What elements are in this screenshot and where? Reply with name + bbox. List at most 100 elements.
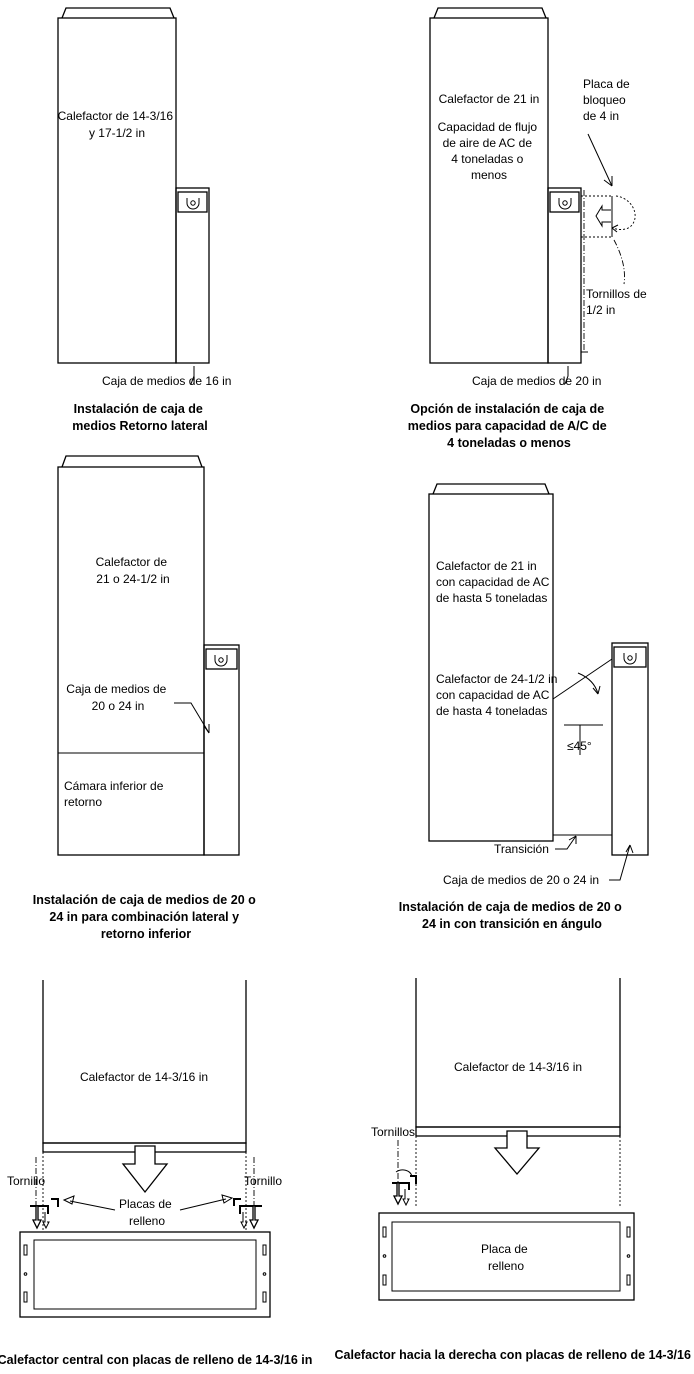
- handle-latch-icon: [186, 198, 200, 210]
- furnace-label: Calefactor de 21 o 24-1/2 in: [96, 555, 171, 586]
- media-box-handle: [613, 646, 647, 668]
- right-screw-label: Tornillo: [244, 1174, 282, 1188]
- angle-arc-arrowhead: [592, 685, 601, 695]
- media-box: [378, 1212, 635, 1301]
- down-arrow-icon: [121, 1145, 169, 1194]
- furnace-label: Calefactor de 21 in: [439, 92, 540, 106]
- media-box-handle: [177, 191, 208, 213]
- right-filler-arrow: [240, 1212, 248, 1230]
- angle-label: ≤45°: [567, 739, 592, 753]
- screws-label: Tornillos: [371, 1125, 415, 1139]
- furnace-label: Calefactor de 14-3/16 y 17-1/2 in: [58, 109, 177, 140]
- media-box-leader: [174, 702, 210, 734]
- angle-arc: [577, 672, 599, 695]
- transition-leader-arrowhead: [568, 835, 577, 844]
- filler-plate-label: Placa de relleno: [481, 1242, 531, 1273]
- caption: Opción de instalación de caja de medios …: [408, 402, 610, 450]
- media-box: [547, 187, 582, 364]
- furnace-top-flange: [61, 7, 175, 19]
- handle-latch-icon: [558, 198, 572, 210]
- furnace-cabinet: [429, 17, 549, 364]
- left-filler-leader-arrowhead: [62, 1195, 75, 1205]
- media-box-leader: [564, 366, 569, 385]
- media-box-handle: [549, 191, 580, 213]
- panel-side-return: Calefactor de 14-3/16 y 17-1/2 in Caja d…: [57, 7, 231, 433]
- screw-rotation-arc: [395, 1169, 413, 1177]
- furnace-cabinet: [415, 978, 621, 1128]
- screw-arrowhead: [611, 224, 619, 233]
- plate-leader-arrowhead: [603, 176, 613, 187]
- handle-latch-icon: [623, 653, 637, 665]
- right-slot-top: [626, 1226, 631, 1238]
- caption: Calefactor hacia la derecha con placas d…: [335, 1348, 694, 1362]
- media-box: [175, 187, 210, 364]
- media-box-filter-opening: [33, 1239, 257, 1310]
- blocking-plate-label: Placa de bloqueo de 4 in: [583, 77, 633, 123]
- filler-arrow: [402, 1189, 410, 1207]
- caption: Instalación de caja de medios de 20 o 24…: [33, 893, 259, 941]
- right-rivet: [626, 1254, 631, 1258]
- handle-screw-icon: [627, 655, 633, 661]
- furnace-top-flange: [432, 483, 550, 495]
- media-box-label: Caja de medios de 20 o 24 in: [66, 682, 169, 713]
- left-rivet: [382, 1254, 387, 1258]
- media-box: [611, 642, 649, 856]
- left-filler-arrow: [42, 1212, 50, 1230]
- handle-screw-icon: [218, 657, 224, 663]
- plate-outline: [581, 195, 612, 238]
- left-slot-top: [23, 1244, 28, 1256]
- furnace-top-flange: [433, 7, 547, 19]
- panel-right-filler-plate: Calefactor de 14-3/16 in Tornillos Placa…: [335, 978, 694, 1362]
- plate-arrow-icon: [595, 204, 611, 228]
- right-filler-leader: [179, 1198, 227, 1211]
- right-slot-bottom: [262, 1291, 267, 1303]
- caption: Calefactor central con placas de relleno…: [0, 1353, 312, 1367]
- transition-label: Transición: [494, 842, 549, 856]
- furnace24-label: Calefactor de 24-1/2 in con capacidad de…: [436, 672, 561, 718]
- left-rivet: [23, 1272, 28, 1276]
- media-box-leader-arrowhead: [625, 844, 634, 854]
- media-box-leader: [190, 366, 195, 385]
- filler-plate-bracket: [392, 1182, 410, 1190]
- panel-angled-transition: Calefactor de 21 in con capacidad de AC …: [399, 483, 649, 931]
- handle-screw-icon: [562, 200, 568, 206]
- left-screw-arrow: [31, 1205, 43, 1230]
- media-box: [19, 1231, 271, 1318]
- left-slot-bottom: [23, 1291, 28, 1303]
- screw-arrow: [392, 1182, 404, 1206]
- screw-arc: [611, 195, 636, 230]
- panel-blocking-plate: Calefactor de 21 in Capacidad de flujo d…: [408, 7, 647, 450]
- media-box-label: Caja de medios de 16 in: [102, 374, 231, 388]
- media-box-label: Caja de medios de 20 o 24 in: [443, 873, 599, 887]
- plenum-label: Cámara inferior de retorno: [64, 779, 167, 809]
- right-filler-leader-arrowhead: [221, 1194, 234, 1204]
- capacity-label: Capacidad de flujo de aire de AC de 4 to…: [438, 120, 541, 182]
- panel-side-bottom-return: Calefactor de 21 o 24-1/2 in Caja de med…: [33, 455, 259, 941]
- handle-latch-icon: [214, 655, 228, 667]
- furnace-cabinet: [57, 17, 177, 364]
- media-box: [203, 644, 240, 856]
- media-box-handle: [205, 648, 238, 670]
- left-screw-label: Tornillo: [7, 1174, 45, 1188]
- furnace-cabinet: [428, 493, 554, 842]
- furnace-label: Calefactor de 14-3/16 in: [454, 1060, 582, 1074]
- furnace21-label: Calefactor de 21 in con capacidad de AC …: [436, 559, 553, 605]
- handle-screw-icon: [190, 200, 196, 206]
- media-box-label: Caja de medios de 20 in: [472, 374, 601, 388]
- right-screw-arrow: [248, 1205, 260, 1230]
- plate-leader: [587, 133, 613, 187]
- right-rivet: [262, 1272, 267, 1276]
- left-filler-tab: [51, 1198, 59, 1207]
- left-filler-leader: [69, 1200, 116, 1211]
- panel-centered-filler-plates: Calefactor de 14-3/16 in Tornillo Tornil…: [0, 980, 312, 1367]
- furnace-top-flange: [61, 455, 203, 468]
- media-box-leader: [609, 844, 631, 881]
- filler-plate-tab: [410, 1175, 417, 1184]
- caption: Instalación de caja de medios de 20 o 24…: [399, 900, 625, 931]
- caption: Instalación de caja de medios Retorno la…: [72, 402, 207, 433]
- right-slot-top: [262, 1244, 267, 1256]
- right-slot-bottom: [626, 1274, 631, 1286]
- media-box-leader-arrowhead: [203, 724, 210, 734]
